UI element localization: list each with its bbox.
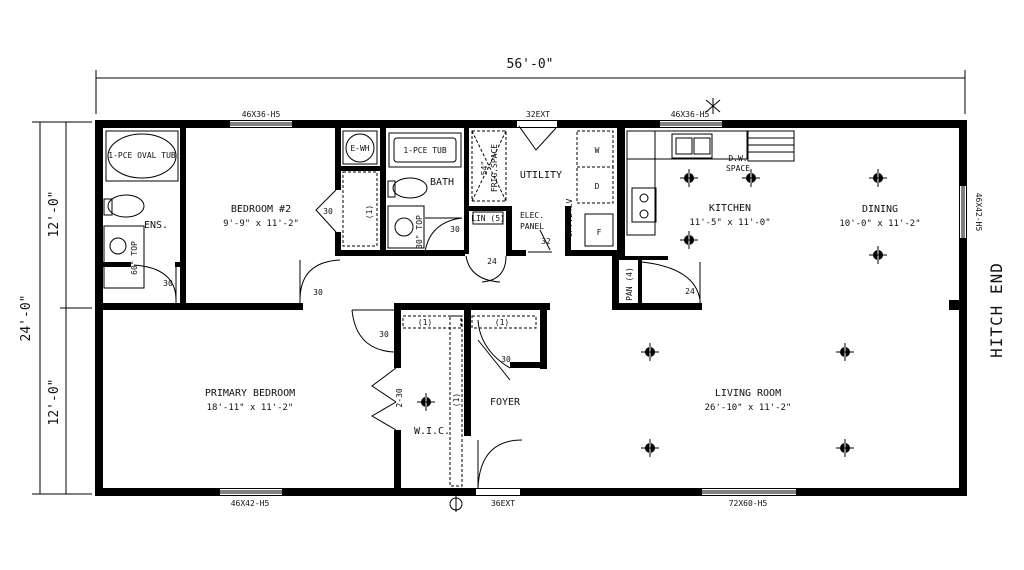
overall-width-label: 56'-0" <box>507 57 554 72</box>
top30-label: 30" TOP <box>415 215 424 249</box>
primary-dims: 18'-11" x 11'-2" <box>207 403 294 413</box>
foyer-shelf: (1) <box>495 318 509 327</box>
door-bed2-closet: 30 <box>323 207 333 216</box>
kitchen-dims: 11'-5" x 11'-0" <box>689 218 770 228</box>
door-primary: 30 <box>379 330 389 339</box>
ceiling-light-icon <box>836 343 854 361</box>
exterior-fixtures <box>449 98 721 512</box>
door-bath: 30 <box>450 225 460 234</box>
ceiling-light-icon <box>641 439 659 457</box>
door-ens: 30 <box>163 279 173 288</box>
ceiling-light-icon <box>869 169 887 187</box>
ceiling-light-icon <box>680 169 698 187</box>
bedroom2-name: BEDROOM #2 <box>231 204 291 215</box>
living-name: LIVING ROOM <box>715 388 781 399</box>
ceiling-light-icon <box>680 231 698 249</box>
door-wic: 2-30 <box>395 388 404 407</box>
bath-name: BATH <box>430 177 454 188</box>
door-linen: 24 <box>487 257 497 266</box>
hitch-end-label: HITCH END <box>987 262 1006 358</box>
dimension-lines: 56'-0" 24'-0" 12'-0" 12'-0" <box>19 57 966 495</box>
frig-space-1: 54" <box>480 161 489 175</box>
freezer-label: F <box>597 228 602 237</box>
door-elec: 32 <box>541 237 551 246</box>
door-bed2: 30 <box>313 288 323 297</box>
window-kitchen: 46X36-H5 <box>671 110 710 119</box>
elec-panel-line2: PANEL <box>520 222 544 231</box>
ceiling-light-icon <box>641 343 659 361</box>
fixtures: 1-PCE OVAL TUB 60" TOP E-WH (1) 1-PCE TU… <box>103 130 795 487</box>
foyer-name: FOYER <box>490 397 521 408</box>
linen-label: LIN (5) <box>471 214 505 223</box>
door-ext-bottom: 36EXT <box>491 499 515 508</box>
pantry-label: PAN (4) <box>625 267 634 301</box>
utility-name: UTILITY <box>520 170 562 181</box>
exterior-openings <box>220 121 966 495</box>
half-depth-top-label: 12'-0" <box>47 191 62 238</box>
overall-depth-label: 24'-0" <box>19 295 34 342</box>
kitchen-name: KITCHEN <box>709 203 751 214</box>
bedroom2-dims: 9'-9" x 11'-2" <box>223 219 299 229</box>
dining-dims: 10'-0" x 11'-2" <box>839 219 920 229</box>
dw-label-1: D.W. <box>728 154 747 163</box>
wic-name: W.I.C. <box>414 426 450 437</box>
ens-name: ENS. <box>144 220 168 231</box>
water-heater-label: E-WH <box>350 144 369 153</box>
opening-labels: 46X36-H5 46X36-H5 46X42-H5 72X60-H5 46X4… <box>163 110 983 508</box>
opt-label: OPT.24LV <box>565 199 574 238</box>
half-depth-bottom-label: 12'-0" <box>47 379 62 426</box>
door-ext-top: 32EXT <box>526 110 550 119</box>
door-swings <box>133 125 701 489</box>
frig-space-2: FRIG.SPACE <box>490 144 499 192</box>
room-labels: BEDROOM #2 9'-9" x 11'-2" PRIMARY BEDROO… <box>144 170 921 437</box>
window-primary: 46X42-H5 <box>231 499 270 508</box>
dw-label-2: SPACE <box>726 164 750 173</box>
door-pantry: 24 <box>685 287 695 296</box>
dryer-label: D <box>595 182 600 191</box>
ceiling-light-icon <box>742 169 760 187</box>
tub-label: 1-PCE TUB <box>403 146 447 155</box>
light-fixtures <box>417 169 887 457</box>
window-dining: 46X42-H5 <box>974 193 983 232</box>
window-living: 72X60-H5 <box>729 499 768 508</box>
wic-shelf-2: (1) <box>452 393 461 407</box>
door-foyer-closet: 30 <box>501 355 511 364</box>
dining-name: DINING <box>862 204 898 215</box>
living-dims: 26'-10" x 11'-2" <box>705 403 792 413</box>
ceiling-light-icon <box>869 246 887 264</box>
ceiling-light-icon <box>417 393 435 411</box>
ceiling-light-icon <box>836 439 854 457</box>
elec-panel-line1: ELEC. <box>520 211 544 220</box>
wic-shelf-1: (1) <box>418 318 432 327</box>
primary-name: PRIMARY BEDROOM <box>205 388 295 399</box>
washer-label: W <box>595 146 600 155</box>
closet-shelf-bed2: (1) <box>365 205 374 219</box>
oval-tub-label: 1-PCE OVAL TUB <box>108 151 176 160</box>
top60-label: 60" TOP <box>130 241 139 275</box>
interior-walls <box>103 128 702 488</box>
window-bed2: 46X36-H5 <box>242 110 281 119</box>
